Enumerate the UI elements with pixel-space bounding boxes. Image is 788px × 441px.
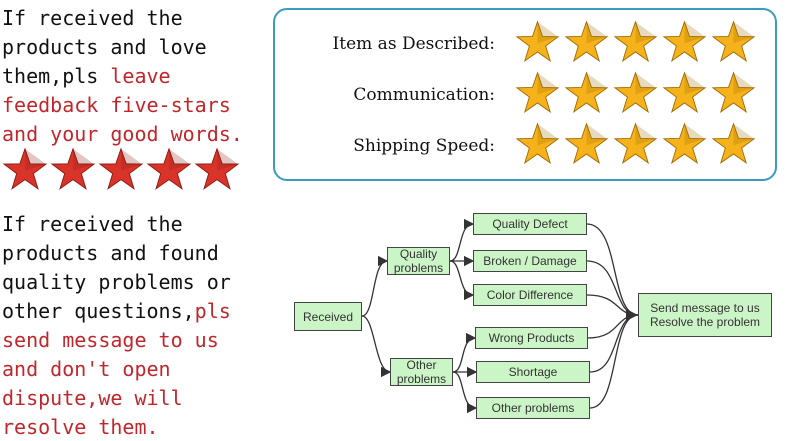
rating-panel: Item as Described: Communication: Shippi… bbox=[273, 8, 777, 181]
rating-label: Item as Described: bbox=[332, 34, 495, 54]
node-wrong-products: Wrong Products bbox=[475, 327, 588, 349]
star-icon bbox=[515, 20, 560, 62]
text-line: and don't open bbox=[2, 357, 171, 381]
rating-label: Shipping Speed: bbox=[353, 136, 495, 156]
rating-stars bbox=[515, 20, 756, 65]
node-other-problems-item: Other problems bbox=[476, 397, 590, 419]
rating-stars bbox=[515, 71, 756, 116]
node-label: Send message to us bbox=[650, 301, 760, 315]
feedback-request-text: If received the products and love them,p… bbox=[2, 4, 243, 149]
text-line: products and love bbox=[2, 35, 207, 59]
text-line: If received the bbox=[2, 6, 183, 30]
text-line: them,pls bbox=[2, 64, 111, 88]
text-line: and your good words. bbox=[2, 122, 243, 146]
text-line: resolve them. bbox=[2, 415, 159, 439]
rating-label: Communication: bbox=[353, 85, 495, 105]
star-icon bbox=[662, 20, 707, 62]
star-icon bbox=[564, 71, 609, 113]
star-icon bbox=[613, 122, 658, 164]
star-icon bbox=[515, 122, 560, 164]
node-quality-defect: Quality Defect bbox=[473, 213, 587, 235]
star-icon bbox=[711, 71, 756, 113]
text-line: If received the bbox=[2, 212, 183, 236]
node-label: Other bbox=[406, 358, 437, 372]
five-red-stars bbox=[2, 147, 240, 193]
star-icon bbox=[2, 147, 48, 190]
node-broken-damage: Broken / Damage bbox=[473, 250, 587, 272]
node-color-difference: Color Difference bbox=[473, 284, 587, 306]
node-label: problems bbox=[393, 261, 444, 275]
node-label: Quality bbox=[399, 247, 438, 261]
text-line: dispute,we will bbox=[2, 386, 183, 410]
text-line: feedback five-stars bbox=[2, 93, 231, 117]
star-icon bbox=[711, 122, 756, 164]
star-icon bbox=[50, 147, 96, 190]
node-shortage: Shortage bbox=[476, 361, 590, 383]
text-line: quality problems or bbox=[2, 270, 231, 294]
star-icon bbox=[662, 122, 707, 164]
star-icon bbox=[515, 71, 560, 113]
star-icon bbox=[146, 147, 192, 190]
node-label: problems bbox=[396, 372, 447, 386]
star-icon bbox=[613, 71, 658, 113]
node-label: Resolve the problem bbox=[649, 315, 761, 329]
node-received: Received bbox=[294, 302, 362, 331]
text-line: other questions, bbox=[2, 299, 195, 323]
text-line: leave bbox=[110, 64, 171, 88]
star-icon bbox=[662, 71, 707, 113]
star-icon bbox=[98, 147, 144, 190]
problem-instruction-text: If received the products and found quali… bbox=[2, 210, 231, 441]
text-line: send message to us bbox=[2, 328, 219, 352]
star-icon bbox=[564, 20, 609, 62]
star-icon bbox=[711, 20, 756, 62]
star-icon bbox=[613, 20, 658, 62]
star-icon bbox=[194, 147, 240, 190]
text-line: pls bbox=[194, 299, 231, 323]
text-line: products and found bbox=[2, 241, 219, 265]
star-icon bbox=[564, 122, 609, 164]
rating-stars bbox=[515, 122, 756, 167]
